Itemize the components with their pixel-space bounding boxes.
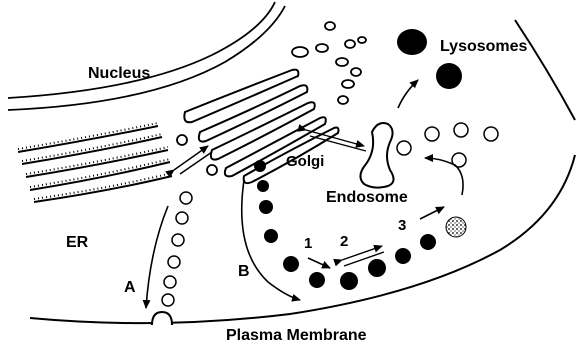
coated-pit-vesicle xyxy=(446,217,466,237)
endosome-label: Endosome xyxy=(326,189,408,206)
endosome-shape xyxy=(360,123,393,188)
pathway-b-label: B xyxy=(238,263,250,280)
lysosome-2 xyxy=(436,63,462,89)
plasma-membrane-label: Plasma Membrane xyxy=(226,327,367,344)
nuclear-envelope-outer xyxy=(8,2,275,98)
pathway-b-vesicles xyxy=(254,160,436,290)
golgi-label: Golgi xyxy=(286,153,324,170)
step-1-label: 1 xyxy=(304,235,312,252)
lysosome-1 xyxy=(397,29,427,55)
recycling-vesicles xyxy=(397,123,498,167)
nucleus-label: Nucleus xyxy=(88,65,150,82)
er-cisternae xyxy=(18,123,172,202)
plasma-membrane-outline xyxy=(30,155,575,323)
exocytosis-pit xyxy=(152,312,172,325)
lysosomes-label: Lysosomes xyxy=(440,38,528,55)
er-label: ER xyxy=(66,234,89,251)
cell-outline-top xyxy=(515,20,575,120)
step-3-label: 3 xyxy=(398,217,406,234)
pathway-a-label: A xyxy=(124,279,136,296)
step-2-label: 2 xyxy=(340,233,348,250)
